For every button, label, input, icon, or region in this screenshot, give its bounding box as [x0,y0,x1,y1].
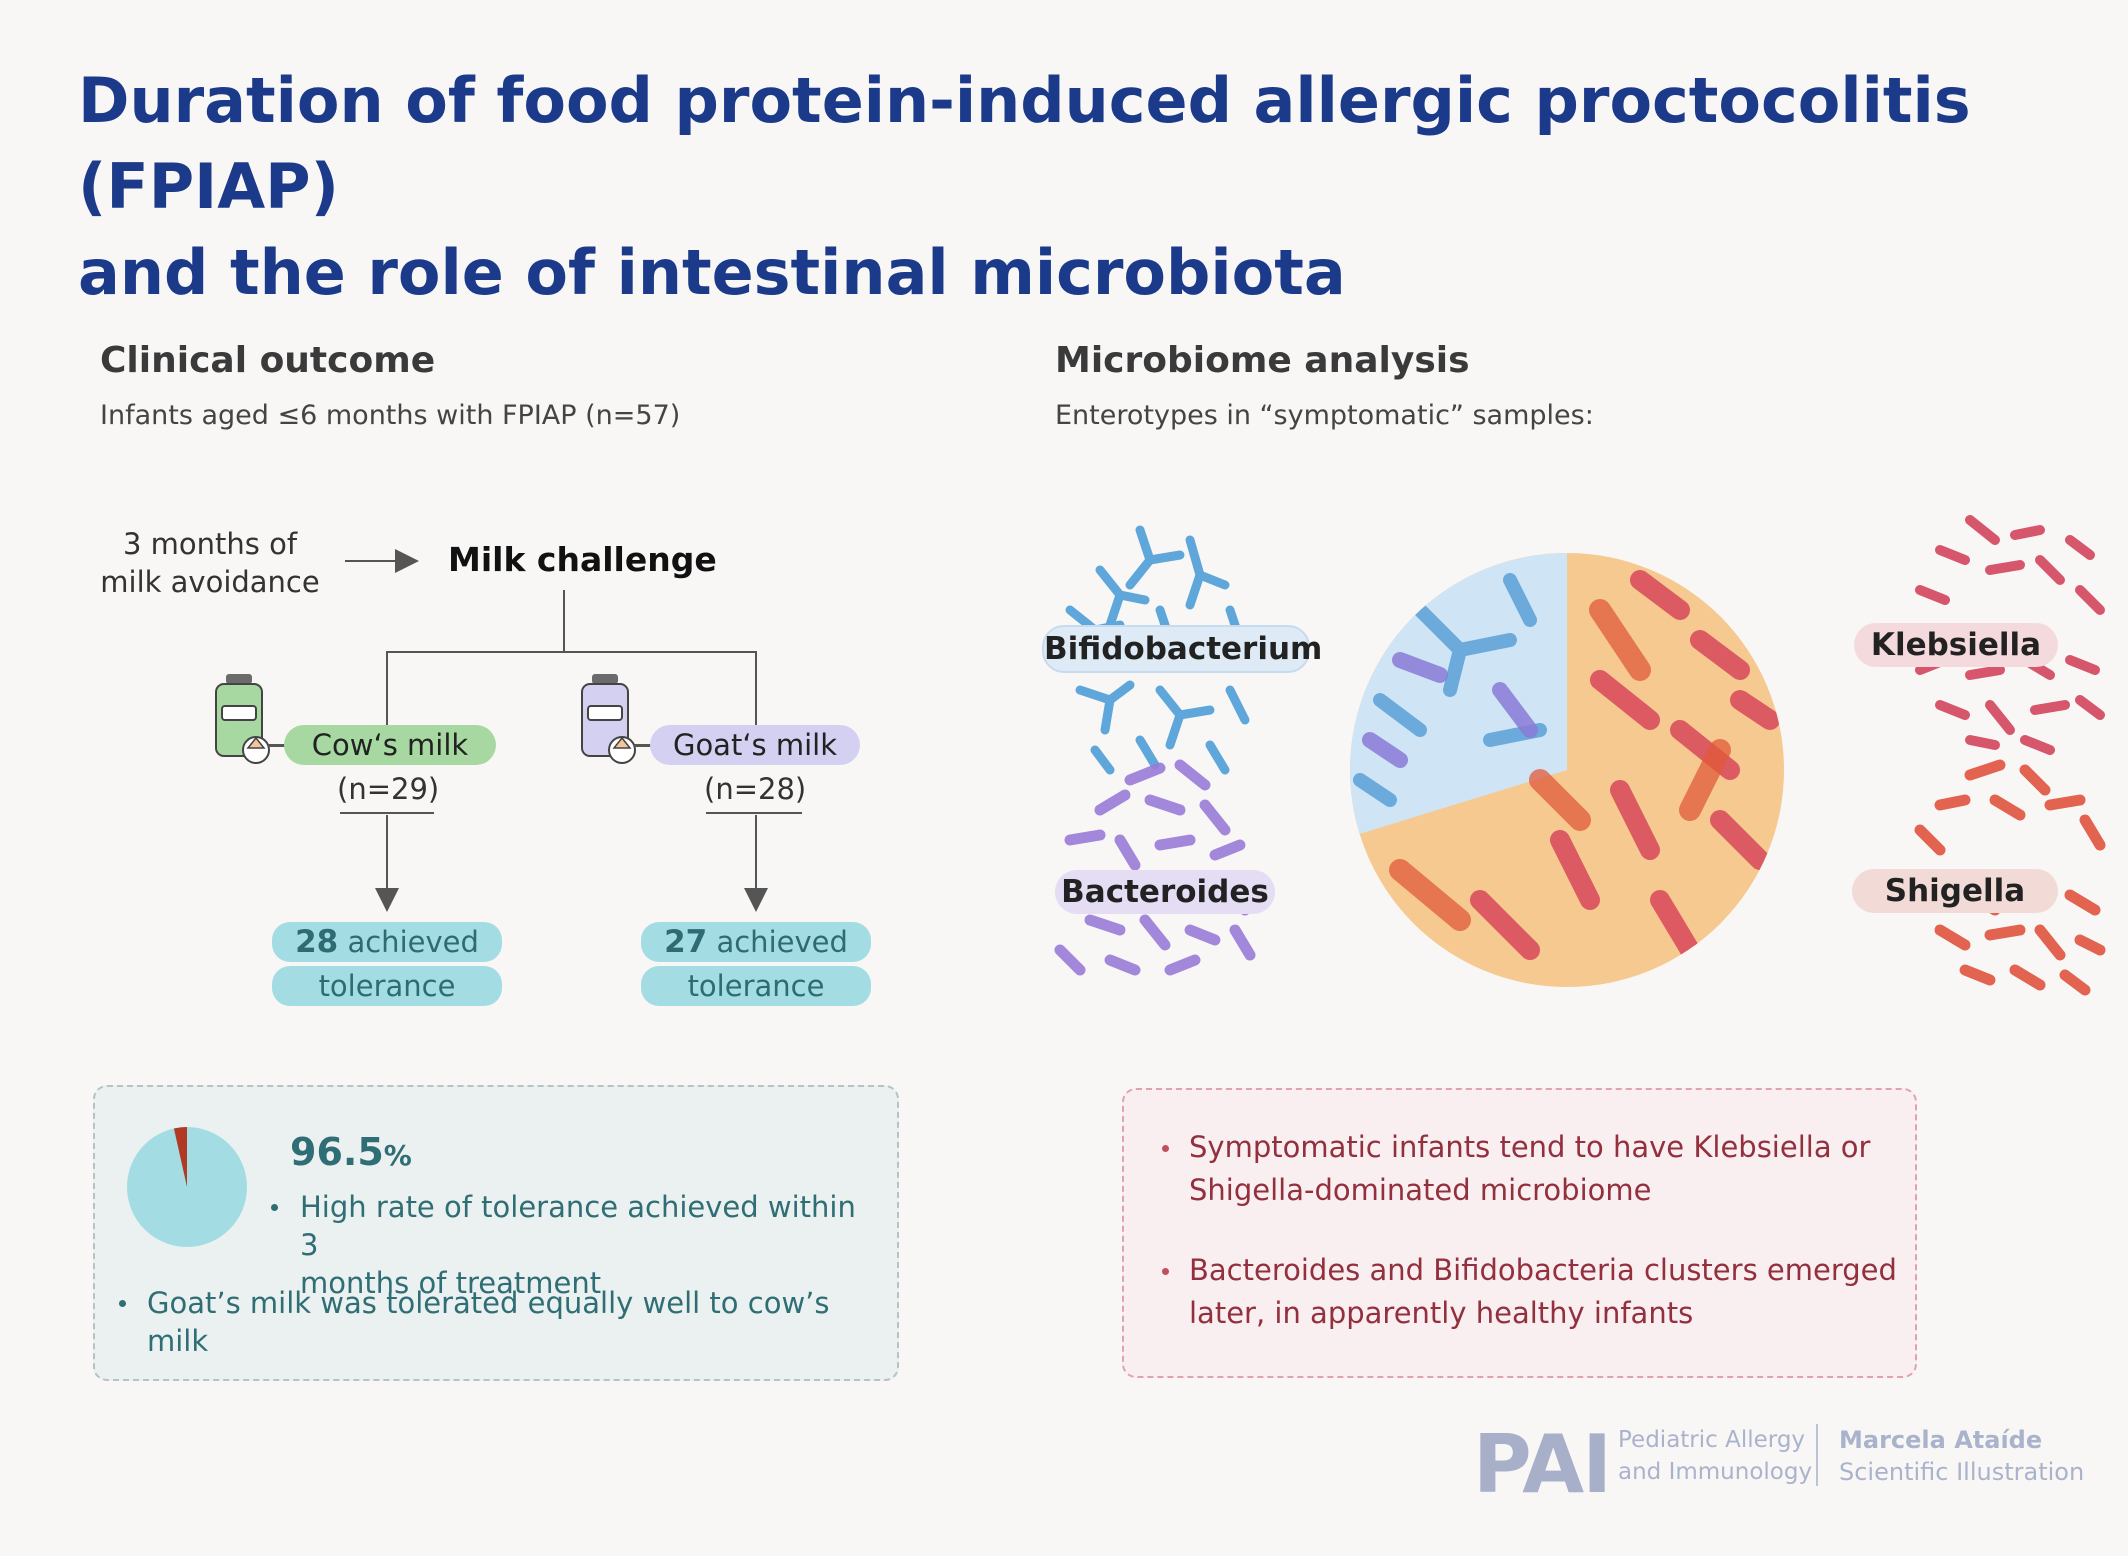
goat-n-label: (n=28) [704,772,807,806]
title-line-1: Duration of food protein-induced allergi… [78,64,1971,223]
microbiome-bullet-1-line-2: Shigella-dominated microbiome [1189,1173,1652,1207]
microbiome-heading: Microbiome analysis [1055,340,1470,381]
avoidance-line-1: 3 months of [122,527,298,561]
goat-milk-pill: Goat‘s milk [650,725,860,765]
pie-nontolerant-slice [173,1127,187,1187]
illustrator-role: Scientific Illustration [1839,1458,2085,1486]
illustrator-name: Marcela Ataíde [1839,1426,2043,1454]
percent-sign: % [383,1139,412,1172]
microbiome-summary-box [1122,1088,1917,1378]
summary-bullet-2: Goat’s milk was tolerated equally well t… [147,1286,830,1358]
cow-scoop-handle [268,744,288,747]
goat-achieved-pill: 27 achieved [641,922,871,962]
bullet-dot [1162,1268,1169,1275]
branch-line-cow [386,590,565,728]
cow-achieved-word: achieved [347,925,479,959]
goat-achieved-number: 27 [664,924,708,960]
microbiome-bullet-1: Symptomatic infants tend to have Klebsie… [1189,1126,1909,1212]
bullet-dot [1162,1145,1169,1152]
bacteria-illustration [1054,515,2106,996]
shigella-label: Shigella [1852,869,2058,913]
flow-connectors [340,549,802,912]
microbiome-subheading: Enterotypes in “symptomatic” samples: [1055,400,1594,431]
cow-bottle-icon [215,674,270,764]
pai-logo: PAI [1473,1418,1612,1511]
percent-value: 96.5 [290,1130,384,1174]
cow-achieved-pill: 28 achieved [272,922,502,962]
branch-line-goat [564,651,757,728]
avoidance-text: 3 months of milk avoidance [95,525,325,601]
milk-challenge-label: Milk challenge [448,540,717,579]
summary-bullet-1: High rate of tolerance achieved within 3… [300,1188,880,1302]
bacteroides-label: Bacteroides [1055,870,1275,914]
cow-tolerance-pill: tolerance [272,966,502,1006]
clinical-heading: Clinical outcome [100,340,436,381]
bacteroides-cluster [1054,759,1256,976]
bullet-dot [271,1204,278,1211]
journal-name-line-2: and Immunology [1618,1459,1813,1485]
illustrator-credit: Marcela Ataíde Scientific Illustration [1839,1424,2084,1488]
footer-divider [1816,1424,1818,1486]
microbiome-bullet-2-line-2: later, in apparently healthy infants [1189,1296,1694,1330]
cow-achieved-number: 28 [295,924,339,960]
percent-label: 96.5% [290,1130,412,1174]
page-title: Duration of food protein-induced allergi… [78,58,2078,316]
journal-name: Pediatric Allergy and Immunology [1618,1424,1812,1488]
bullet-dot [119,1300,126,1307]
summary-bullet-1-line-1: High rate of tolerance achieved within 3 [300,1190,856,1262]
cow-milk-pill: Cow‘s milk [284,725,496,765]
cow-n-label: (n=29) [337,772,440,806]
journal-name-line-1: Pediatric Allergy [1618,1427,1806,1453]
klebsiella-cluster [1915,515,2105,755]
clinical-subheading: Infants aged ≤6 months with FPIAP (n=57) [100,400,681,431]
microbiome-bullet-2-line-1: Bacteroides and Bifidobacteria clusters … [1189,1253,1897,1287]
enterotype-pie [1350,553,1784,987]
title-line-2: and the role of intestinal microbiota [78,236,1346,309]
klebsiella-label: Klebsiella [1854,623,2058,667]
microbiome-bullet-1-line-1: Symptomatic infants tend to have Klebsie… [1189,1130,1871,1164]
avoidance-line-2: milk avoidance [100,565,320,599]
goat-tolerance-pill: tolerance [641,966,871,1006]
microbiome-bullet-2: Bacteroides and Bifidobacteria clusters … [1189,1249,1909,1335]
clinical-summary-box [93,1085,899,1381]
goat-scoop-handle [634,744,654,747]
bifidobacterium-label: Bifidobacterium [1042,625,1322,673]
goat-achieved-word: achieved [716,925,848,959]
tolerance-pie-chart [127,1127,247,1247]
summary-bullet-1-line-2: months of treatment [300,1266,602,1300]
goat-bottle-icon [581,674,636,764]
